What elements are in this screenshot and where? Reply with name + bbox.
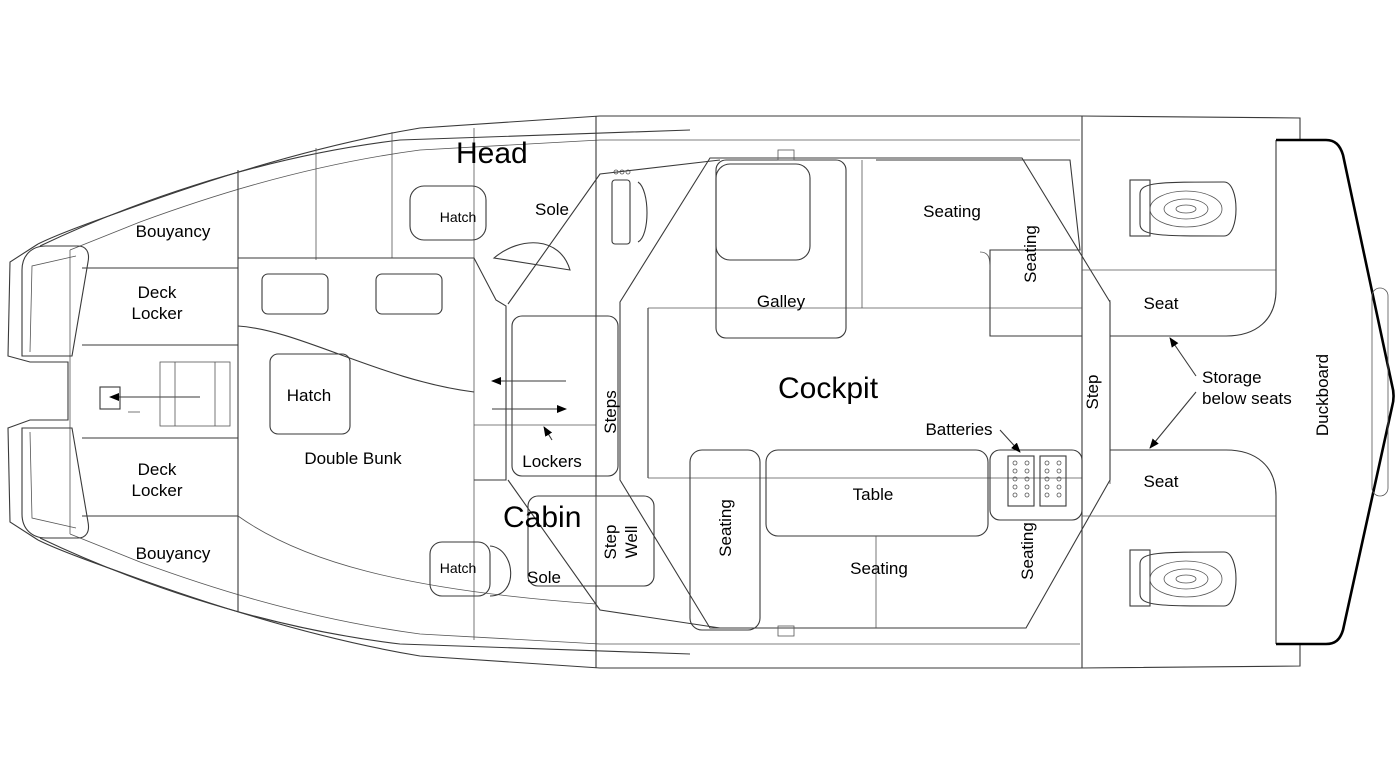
labels: Head Cabin Cockpit Bouyancy Bouyancy Dec… bbox=[131, 137, 1332, 587]
label-seating-bottom: Seating bbox=[850, 559, 908, 578]
label-step: Step bbox=[1083, 375, 1102, 410]
label-cockpit: Cockpit bbox=[778, 372, 879, 405]
label-batteries: Batteries bbox=[925, 420, 992, 439]
label-sole-top: Sole bbox=[535, 200, 569, 219]
label-cabin: Cabin bbox=[503, 501, 581, 534]
label-deck-locker-top-2: Locker bbox=[131, 304, 182, 323]
label-hatch-head: Hatch bbox=[440, 209, 477, 225]
label-hatch-bunk: Hatch bbox=[287, 386, 331, 405]
label-bouyancy-bottom: Bouyancy bbox=[136, 544, 211, 563]
cockpit-structure bbox=[619, 149, 1111, 637]
label-galley: Galley bbox=[757, 292, 806, 311]
label-hatch-cabin: Hatch bbox=[440, 560, 477, 576]
outboard-motor-top bbox=[1129, 179, 1237, 237]
label-table: Table bbox=[853, 485, 894, 504]
label-seating-left: Seating bbox=[716, 499, 735, 557]
label-seat-bottom: Seat bbox=[1144, 472, 1179, 491]
label-seat-top: Seat bbox=[1144, 294, 1179, 313]
label-double-bunk: Double Bunk bbox=[304, 449, 402, 468]
stern-structure bbox=[1082, 138, 1395, 646]
outboard-motor-bottom bbox=[1129, 549, 1237, 607]
label-head: Head bbox=[456, 137, 528, 170]
hull-outline bbox=[7, 115, 1301, 669]
label-seating-top-right: Seating bbox=[1021, 225, 1040, 283]
label-storage-1: Storage bbox=[1202, 368, 1262, 387]
label-step-well-1: Step bbox=[601, 525, 620, 560]
label-lockers: Lockers bbox=[522, 452, 582, 471]
duckboard-edge bbox=[1276, 138, 1395, 646]
bow-rails bbox=[21, 129, 691, 655]
cabin-structure bbox=[237, 159, 721, 629]
label-steps: Steps bbox=[601, 390, 620, 433]
label-deck-locker-top-1: Deck bbox=[138, 283, 177, 302]
label-bouyancy-top: Bouyancy bbox=[136, 222, 211, 241]
label-step-well-2: Well bbox=[622, 526, 641, 559]
label-storage-2: below seats bbox=[1202, 389, 1292, 408]
windlass bbox=[99, 361, 231, 427]
label-duckboard: Duckboard bbox=[1313, 354, 1332, 436]
label-deck-locker-bottom-1: Deck bbox=[138, 460, 177, 479]
label-deck-locker-bottom-2: Locker bbox=[131, 481, 182, 500]
label-seating-top: Seating bbox=[923, 202, 981, 221]
label-sole-bottom: Sole bbox=[527, 568, 561, 587]
label-seating-bottom-right: Seating bbox=[1018, 522, 1037, 580]
